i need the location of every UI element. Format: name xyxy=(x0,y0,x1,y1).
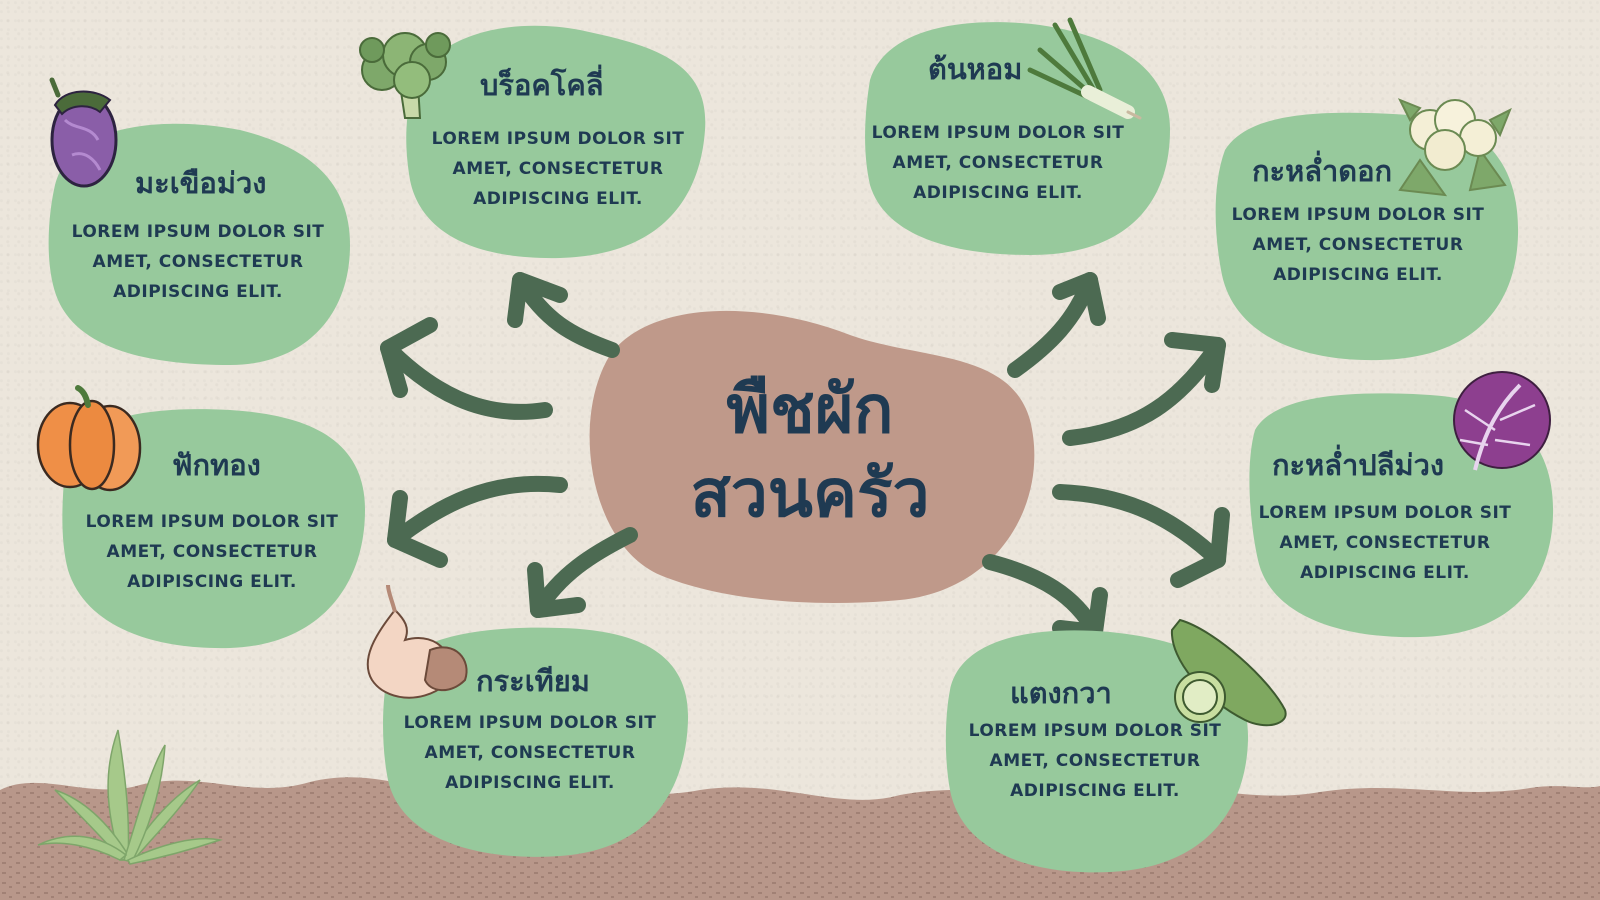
garlic-icon xyxy=(366,584,468,699)
node-title: กะหล่ำปลีม่วง xyxy=(1272,448,1445,482)
pumpkin-icon xyxy=(36,385,142,492)
node-title: ต้นหอม xyxy=(928,52,1023,86)
broccoli-icon xyxy=(359,32,451,119)
body-line: LOREM IPSUM DOLOR SIT xyxy=(431,129,685,149)
arrow-to-spring-onion xyxy=(1007,272,1106,378)
blob-broccoli xyxy=(406,25,706,259)
body-line: AMET, CONSECTETUR xyxy=(106,542,318,562)
node-body: LOREM IPSUM DOLOR SIT AMET, CONSECTETUR … xyxy=(390,708,670,798)
node-body: LOREM IPSUM DOLOR SIT AMET, CONSECTETUR … xyxy=(58,217,338,307)
node-title: มะเขือม่วง xyxy=(135,166,267,200)
body-line: LOREM IPSUM DOLOR SIT xyxy=(1231,205,1485,225)
blob-cucumber xyxy=(945,630,1249,873)
node-body: LOREM IPSUM DOLOR SIT AMET, CONSECTETUR … xyxy=(1218,200,1498,290)
body-line: AMET, CONSECTETUR xyxy=(989,751,1201,771)
arrow-to-garlic xyxy=(527,527,638,618)
body-line: ADIPISCING ELIT. xyxy=(473,189,643,209)
central-topic: พืชผัก สวนครัว xyxy=(600,368,1020,536)
central-topic-line-2: สวนครัว xyxy=(690,455,930,532)
node-body: LOREM IPSUM DOLOR SIT AMET, CONSECTETUR … xyxy=(418,124,698,214)
body-line: AMET, CONSECTETUR xyxy=(1279,533,1491,553)
node-body: LOREM IPSUM DOLOR SIT AMET, CONSECTETUR … xyxy=(955,716,1235,806)
body-line: ADIPISCING ELIT. xyxy=(113,282,283,302)
blob-cauliflower xyxy=(1215,112,1519,361)
node-body: LOREM IPSUM DOLOR SIT AMET, CONSECTETUR … xyxy=(1245,498,1525,588)
blob-pumpkin xyxy=(62,409,366,649)
body-line: AMET, CONSECTETUR xyxy=(424,743,636,763)
node-title: กะหล่ำดอก xyxy=(1252,154,1393,188)
node-title: บร็อคโคลี่ xyxy=(480,68,604,102)
arrow-to-pumpkin xyxy=(387,476,568,568)
central-topic-line-1: พืชผัก xyxy=(726,371,894,448)
node-title: ฟักทอง xyxy=(172,448,261,482)
body-line: ADIPISCING ELIT. xyxy=(127,572,297,592)
node-title: แตงกวา xyxy=(1010,676,1112,710)
node-body: LOREM IPSUM DOLOR SIT AMET, CONSECTETUR … xyxy=(72,507,352,597)
node-title: กระเทียม xyxy=(476,664,590,698)
arrow-to-red-cabbage xyxy=(1052,484,1230,588)
body-line: LOREM IPSUM DOLOR SIT xyxy=(871,123,1125,143)
cucumber-icon xyxy=(1170,618,1287,727)
cauliflower-icon xyxy=(1397,98,1512,197)
arrow-to-eggplant xyxy=(380,317,553,420)
body-line: ADIPISCING ELIT. xyxy=(1273,265,1443,285)
blob-eggplant xyxy=(48,123,351,365)
body-line: ADIPISCING ELIT. xyxy=(1300,563,1470,583)
body-line: AMET, CONSECTETUR xyxy=(92,252,304,272)
body-line: LOREM IPSUM DOLOR SIT xyxy=(968,721,1222,741)
body-line: AMET, CONSECTETUR xyxy=(452,159,664,179)
body-line: ADIPISCING ELIT. xyxy=(913,183,1083,203)
arrow-to-cauliflower xyxy=(1062,332,1226,446)
body-line: LOREM IPSUM DOLOR SIT xyxy=(1258,503,1512,523)
grass-plant-icon xyxy=(37,729,223,865)
body-line: ADIPISCING ELIT. xyxy=(1010,781,1180,801)
body-line: LOREM IPSUM DOLOR SIT xyxy=(85,512,339,532)
eggplant-icon xyxy=(49,77,118,188)
spring-onion-icon xyxy=(1027,17,1142,120)
body-line: AMET, CONSECTETUR xyxy=(892,153,1104,173)
red-cabbage-icon xyxy=(1453,371,1551,471)
body-line: LOREM IPSUM DOLOR SIT xyxy=(71,222,325,242)
body-line: AMET, CONSECTETUR xyxy=(1252,235,1464,255)
body-line: LOREM IPSUM DOLOR SIT xyxy=(403,713,657,733)
node-body: LOREM IPSUM DOLOR SIT AMET, CONSECTETUR … xyxy=(858,118,1138,208)
arrow-to-broccoli xyxy=(507,272,620,358)
body-line: ADIPISCING ELIT. xyxy=(445,773,615,793)
